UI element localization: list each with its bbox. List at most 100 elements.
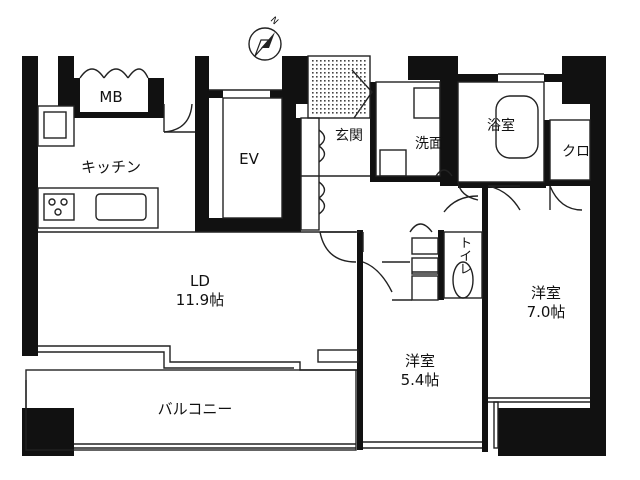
hatch-dot — [328, 60, 330, 62]
room-western-1-name: 洋室 — [530, 284, 561, 302]
room-western-2-name: 洋室 — [404, 352, 435, 370]
hatch-dot — [344, 88, 346, 90]
hatch-dot — [312, 84, 314, 86]
hatch-dot — [336, 104, 338, 106]
hatch-dot — [332, 88, 334, 90]
hatch-dot — [364, 104, 366, 106]
hatch-dot — [348, 68, 350, 70]
hatch-dot — [336, 92, 338, 94]
hatch-dot — [336, 72, 338, 74]
hatch-dot — [312, 104, 314, 106]
room-closet-name: クロ — [562, 144, 590, 160]
room-entrance: 玄関 — [330, 128, 368, 146]
hatch-dot — [360, 80, 362, 82]
hatch-dot — [364, 80, 366, 82]
hatch-dot — [312, 96, 314, 98]
hatch-dot — [352, 60, 354, 62]
hatch-dot — [348, 88, 350, 90]
hatch-dot — [356, 80, 358, 82]
hatch-dot — [320, 88, 322, 90]
hatch-dot — [360, 72, 362, 74]
hatch-dot — [336, 68, 338, 70]
hatch-dot — [324, 104, 326, 106]
hatch-dot — [328, 100, 330, 102]
hatch-dot — [316, 104, 318, 106]
hatch-dot — [332, 72, 334, 74]
room-toilet: トイレ — [455, 236, 471, 275]
hatch-dot — [332, 92, 334, 94]
hatch-dot — [340, 84, 342, 86]
hatch-dot — [344, 60, 346, 62]
hatch-dot — [344, 76, 346, 78]
hatch-dot — [328, 68, 330, 70]
hatch-dot — [356, 60, 358, 62]
hatch-dot — [360, 64, 362, 66]
hatch-dot — [352, 76, 354, 78]
hatch-dot — [356, 100, 358, 102]
room-mb: MB — [86, 88, 136, 107]
hatch-dot — [336, 96, 338, 98]
hatch-dot — [352, 104, 354, 106]
hatch-dot — [356, 84, 358, 86]
balcony-name: バルコニー — [157, 400, 233, 418]
hatch-dot — [336, 84, 338, 86]
hatch-dot — [316, 96, 318, 98]
hatch-dot — [344, 64, 346, 66]
hatch-dot — [312, 64, 314, 66]
hatch-dot — [340, 76, 342, 78]
hatch-dot — [312, 92, 314, 94]
hatch-dot — [324, 100, 326, 102]
hatch-dot — [352, 88, 354, 90]
hatch-dot — [364, 68, 366, 70]
hatch-dot — [348, 100, 350, 102]
hatch-dot — [360, 68, 362, 70]
hatch-dot — [316, 88, 318, 90]
room-bath: 浴室 — [480, 118, 522, 136]
hatch-dot — [316, 100, 318, 102]
hatch-dot — [316, 60, 318, 62]
hatch-dot — [360, 112, 362, 114]
hatch-dot — [312, 108, 314, 110]
walls — [22, 56, 606, 456]
hatch-dot — [324, 92, 326, 94]
hatch-dot — [352, 92, 354, 94]
hatch-dot — [360, 100, 362, 102]
hatch-dot — [360, 92, 362, 94]
hatch-dot — [336, 108, 338, 110]
hatch-dot — [312, 76, 314, 78]
hatch-dot — [344, 100, 346, 102]
hatch-dot — [316, 112, 318, 114]
hatch-dot — [340, 96, 342, 98]
hatch-dot — [352, 112, 354, 114]
stair-hatch: /* drawn below */ — [312, 60, 366, 114]
hatch-dot — [332, 76, 334, 78]
hatch-dot — [364, 100, 366, 102]
hatch-dot — [312, 88, 314, 90]
hatch-dot — [332, 104, 334, 106]
hatch-dot — [320, 92, 322, 94]
room-ld: LD 11.9帖 — [160, 272, 240, 310]
hatch-dot — [348, 64, 350, 66]
hatch-dot — [360, 104, 362, 106]
hatch-dot — [324, 64, 326, 66]
hatch-dot — [320, 96, 322, 98]
hatch-dot — [340, 68, 342, 70]
hatch-dot — [316, 80, 318, 82]
hatch-dot — [340, 64, 342, 66]
hatch-dot — [336, 60, 338, 62]
hatch-dot — [312, 72, 314, 74]
hatch-dot — [332, 80, 334, 82]
hatch-dot — [352, 80, 354, 82]
hatch-dot — [348, 104, 350, 106]
hatch-dot — [328, 64, 330, 66]
room-washroom: 洗面 — [408, 136, 450, 154]
hatch-dot — [320, 84, 322, 86]
hatch-dot — [336, 88, 338, 90]
hatch-dot — [340, 72, 342, 74]
hatch-dot — [348, 84, 350, 86]
hatch-dot — [352, 100, 354, 102]
hatch-dot — [356, 96, 358, 98]
hatch-dot — [344, 112, 346, 114]
hatch-dot — [324, 72, 326, 74]
hatch-dot — [332, 96, 334, 98]
